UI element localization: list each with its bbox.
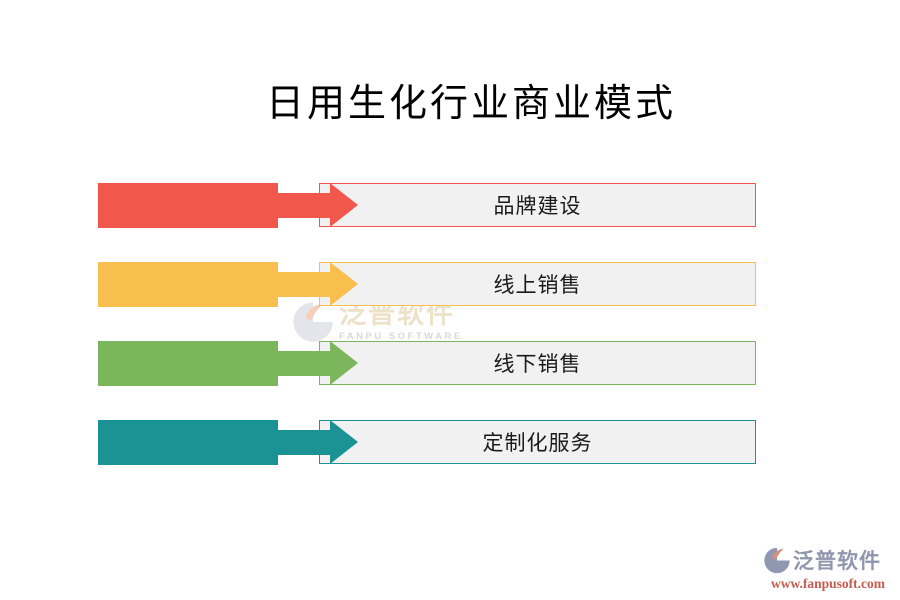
right-arrow-shaft — [278, 193, 330, 218]
page-title: 日用生化行业商业模式 — [265, 83, 677, 125]
right-arrow-icon — [330, 341, 358, 385]
category-box: 线上销售 — [319, 262, 756, 306]
flow-row: 线上销售 — [0, 262, 900, 307]
right-arrow-shaft — [278, 351, 330, 376]
right-arrow-icon — [330, 262, 358, 306]
flow-row: 定制化服务 — [0, 420, 900, 465]
watermark: 泛普软件 FANPU SOFTWARE — [291, 301, 463, 343]
fanpu-logo-icon — [293, 302, 333, 342]
category-bar — [98, 341, 278, 386]
category-box: 品牌建设 — [319, 183, 756, 227]
category-label: 线上销售 — [493, 273, 582, 297]
footer-brand-text: 泛普软件 — [793, 550, 881, 573]
category-bar — [98, 262, 278, 307]
category-label: 定制化服务 — [482, 431, 593, 455]
category-bar — [98, 420, 278, 465]
category-label: 线下销售 — [493, 352, 582, 376]
flow-row: 品牌建设 — [0, 183, 900, 228]
category-bar — [98, 183, 278, 228]
right-arrow-icon — [330, 420, 358, 464]
right-arrow-icon — [330, 183, 358, 227]
flow-row: 线下销售 — [0, 341, 900, 386]
right-arrow-shaft — [278, 272, 330, 297]
footer-brand-link[interactable]: 泛普软件 www.fanpusoft.com — [763, 545, 893, 592]
fanpu-logo-icon — [764, 547, 790, 573]
category-box: 定制化服务 — [319, 420, 756, 464]
category-box: 线下销售 — [319, 341, 756, 385]
category-label: 品牌建设 — [493, 194, 582, 218]
footer-url[interactable]: www.fanpusoft.com — [770, 576, 885, 591]
right-arrow-shaft — [278, 430, 330, 455]
watermark-subtitle: FANPU SOFTWARE — [339, 331, 463, 342]
